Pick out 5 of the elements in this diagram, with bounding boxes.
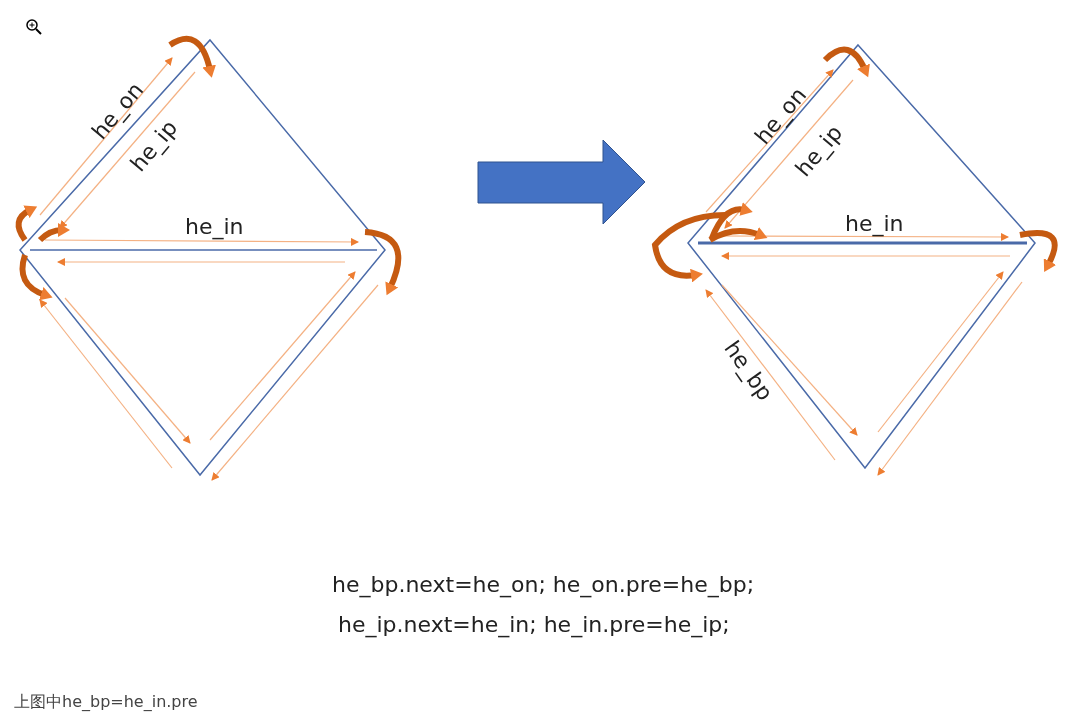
caption: 上图中he_bp=he_in.pre — [14, 694, 198, 710]
half-edge-name: he_in — [845, 213, 904, 235]
code-line: he_bp.next=he_on; he_on.pre=he_bp; — [332, 574, 755, 596]
code-line: he_ip.next=he_in; he_in.pre=he_ip; — [338, 614, 730, 636]
half-edge-name: he_in — [185, 216, 244, 238]
